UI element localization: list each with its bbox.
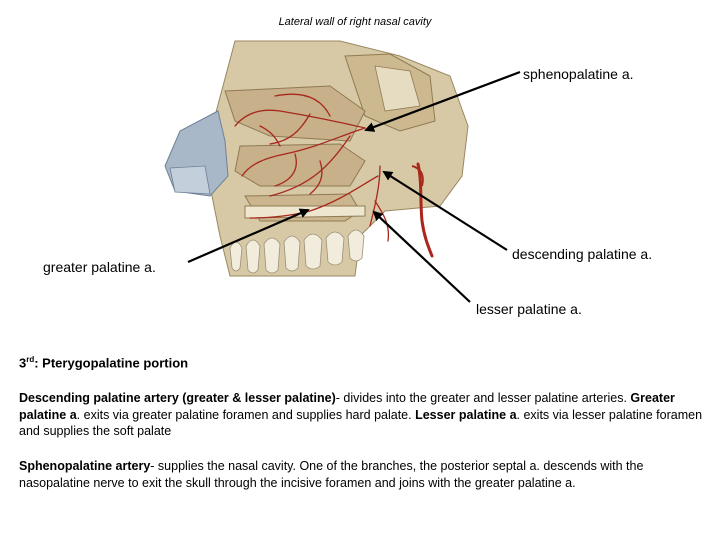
label-greater-palatine: greater palatine a. bbox=[43, 259, 156, 275]
label-descending-palatine: descending palatine a. bbox=[512, 246, 653, 262]
label-lesser-palatine: lesser palatine a. bbox=[476, 301, 582, 317]
descending-palatine-paragraph: Descending palatine artery (greater & le… bbox=[19, 391, 703, 438]
sphenopalatine-paragraph: Sphenopalatine artery- supplies the nasa… bbox=[19, 459, 644, 490]
section-heading: 3rd: Pterygopalatine portion bbox=[19, 355, 189, 371]
figure-caption: Lateral wall of right nasal cavity bbox=[278, 16, 432, 28]
label-sphenopalatine: sphenopalatine a. bbox=[523, 66, 634, 82]
nasal-cavity-illustration bbox=[164, 40, 469, 277]
